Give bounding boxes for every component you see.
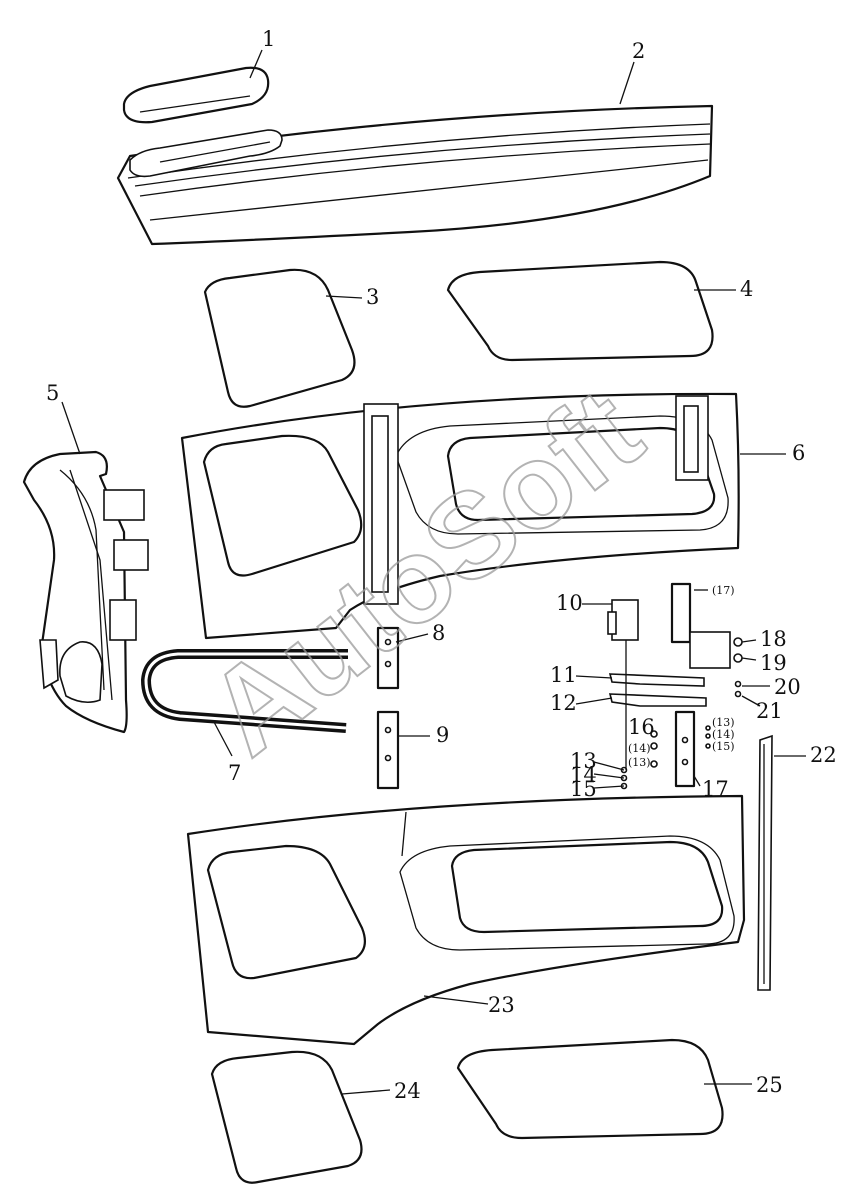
callout-24: 24 bbox=[394, 1079, 421, 1103]
part-12-rail bbox=[608, 693, 707, 707]
callout-19: 19 bbox=[760, 651, 787, 675]
callout-11: 11 bbox=[550, 663, 577, 687]
callout-3: 3 bbox=[366, 285, 379, 309]
callout-2: 2 bbox=[632, 39, 645, 63]
part-17-bracket-lower bbox=[674, 710, 696, 788]
callout-4: 4 bbox=[740, 277, 753, 301]
part-10-motor bbox=[607, 599, 639, 660]
callout-22: 22 bbox=[810, 743, 837, 767]
part-7-seal-strip-inner bbox=[144, 652, 348, 730]
part-5-side-trim-assembly bbox=[22, 450, 149, 734]
callout-13-ref-left: (13) bbox=[628, 756, 651, 769]
callout-5: 5 bbox=[46, 381, 59, 405]
callout-16: 16 bbox=[628, 715, 655, 739]
callout-17: 17 bbox=[702, 777, 729, 801]
callout-8: 8 bbox=[432, 621, 445, 645]
callout-labels: 1 2 3 4 5 6 7 8 9 10 11 12 13 14 15 16 1… bbox=[46, 27, 837, 1103]
callout-7: 7 bbox=[228, 761, 241, 785]
callout-14-ref-right: (14) bbox=[712, 728, 735, 741]
part-20-bolt bbox=[734, 680, 742, 688]
callout-13: 13 bbox=[570, 749, 597, 773]
callout-15: 15 bbox=[570, 777, 597, 801]
callout-14-ref-left: (14) bbox=[628, 742, 651, 755]
callout-23: 23 bbox=[488, 993, 515, 1017]
callout-10: 10 bbox=[556, 591, 583, 615]
callout-15-ref-right: (15) bbox=[712, 740, 735, 753]
leader-lines bbox=[61, 49, 806, 1095]
part-6-roof-inner-panel bbox=[180, 392, 740, 640]
part-18-nut bbox=[733, 637, 743, 647]
callout-25: 25 bbox=[756, 1073, 783, 1097]
callout-17-ref: (17) bbox=[712, 584, 735, 597]
part-2-roof-rail-panel bbox=[116, 104, 714, 246]
callout-9: 9 bbox=[436, 723, 449, 747]
part-4-glass-right bbox=[446, 260, 714, 362]
part-23-roof-lower-panel bbox=[186, 794, 746, 1046]
part-19-washer bbox=[733, 653, 743, 663]
part-21-bolt bbox=[734, 690, 742, 698]
part-17-bracket-upper bbox=[670, 582, 692, 644]
callout-21: 21 bbox=[756, 699, 783, 723]
part-11-rail bbox=[608, 673, 705, 687]
part-9-plate bbox=[376, 710, 400, 790]
callout-18: 18 bbox=[760, 627, 787, 651]
callout-20: 20 bbox=[774, 675, 801, 699]
callout-13-ref-right: (13) bbox=[712, 716, 735, 729]
part-25-glass-right bbox=[456, 1038, 724, 1140]
part-1-cover bbox=[122, 66, 270, 124]
part-8-plate bbox=[376, 626, 400, 690]
fasteners-13-14-15 bbox=[620, 725, 711, 790]
callout-14: 14 bbox=[570, 763, 597, 787]
part-3-glass-left bbox=[203, 268, 356, 408]
callout-6: 6 bbox=[792, 441, 805, 465]
part-24-glass-left bbox=[210, 1050, 363, 1184]
callout-1: 1 bbox=[262, 27, 275, 51]
part-18-19-bracket-assembly bbox=[689, 631, 731, 669]
callout-12: 12 bbox=[550, 691, 577, 715]
part-22-side-strip bbox=[757, 734, 773, 991]
